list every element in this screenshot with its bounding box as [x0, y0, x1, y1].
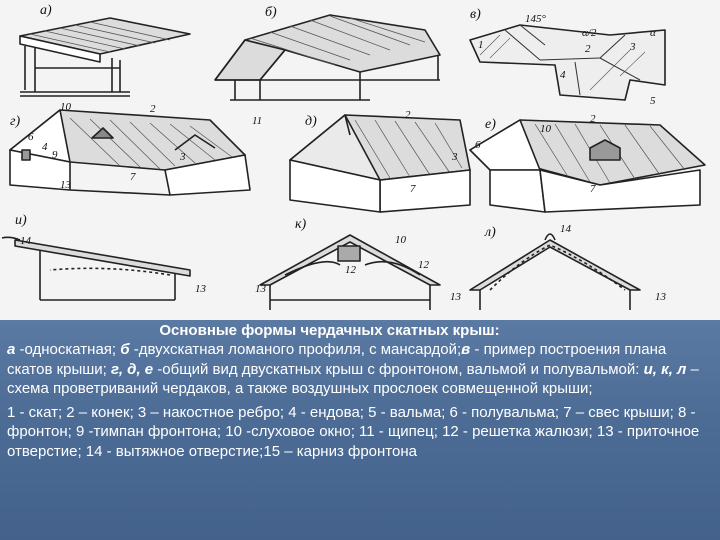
- plan-number-4: 4: [560, 69, 566, 81]
- g-number-11: 11: [252, 115, 262, 127]
- panel-label-a: а): [40, 3, 52, 18]
- roof-diagrams-svg: а) б) в) г) д) е) и) к) л) 145° α/2 α 1 …: [1, 3, 706, 310]
- alpha-half-label: α/2: [582, 27, 597, 39]
- panel-label-b: б): [265, 5, 277, 20]
- diagram-g-gable-house: [9, 109, 251, 196]
- panel-label-k: к): [295, 217, 307, 232]
- panel-label-d: д): [305, 114, 317, 129]
- e-number-10: 10: [540, 123, 552, 135]
- caption-paragraph: а -односкатная; б -двухскатная ломаного …: [7, 340, 712, 399]
- e-number-3: 3: [451, 151, 458, 163]
- panel-label-v: в): [470, 7, 481, 22]
- d-number-7: 7: [410, 183, 416, 195]
- l-number-13b: 13: [655, 291, 667, 303]
- roof-diagrams-figure: а) б) в) г) д) е) и) к) л) 145° α/2 α 1 …: [0, 0, 720, 320]
- k-number-10: 10: [395, 234, 407, 246]
- diagram-k-ventilation: [259, 234, 441, 310]
- panel-label-l: л): [484, 225, 496, 240]
- panel-label-e: е): [485, 117, 496, 132]
- plan-number-2: 2: [585, 43, 591, 55]
- g-number-3: 3: [179, 151, 186, 163]
- k-number-12b: 12: [418, 259, 430, 271]
- e-number-6: 6: [475, 139, 481, 151]
- caption-legend: 1 - скат; 2 – конек; 3 – накостное ребро…: [7, 403, 700, 460]
- diagram-l-ventilation: [469, 233, 641, 310]
- panel-label-i: и): [15, 213, 27, 228]
- diagram-d-hipped: [289, 114, 471, 213]
- text-b: -двухскатная ломаного профиля, с мансард…: [129, 341, 462, 358]
- l-number-13a: 13: [450, 291, 462, 303]
- i-number-13: 13: [195, 283, 207, 295]
- panel-label-g: г): [10, 114, 20, 129]
- diagram-a-single-pitch: [19, 17, 191, 97]
- text-a: -односкатная;: [15, 341, 121, 358]
- plan-number-5: 5: [650, 95, 656, 107]
- alpha-label: α: [650, 27, 656, 39]
- angle-label: 145°: [525, 13, 547, 25]
- diagram-e-half-hipped: [469, 119, 706, 213]
- diagram-b-mansard: [214, 14, 441, 101]
- diagram-v-roof-plan: [469, 24, 666, 101]
- g-number-4: 4: [42, 141, 48, 153]
- label-b: б: [120, 341, 130, 358]
- l-number-14: 14: [560, 223, 572, 235]
- d-number-2: 2: [405, 109, 411, 121]
- caption-title: Основные формы чердачных скатных крыш:: [159, 322, 500, 339]
- e-number-2: 2: [590, 113, 596, 125]
- plan-number-3: 3: [629, 41, 636, 53]
- label-ikl: и, к, л: [643, 360, 687, 378]
- text-plan: пример построения плана скатов крыши;: [7, 341, 667, 378]
- k-number-13: 13: [255, 283, 267, 295]
- g-number-10: 10: [60, 101, 72, 113]
- g-number-2: 2: [150, 103, 156, 115]
- text-gde: -общий вид двускатных крыш с фронтоном, …: [153, 360, 644, 378]
- e-number-7: 7: [590, 183, 596, 195]
- diagram-i-ventilation: [1, 236, 191, 301]
- k-number-12a: 12: [345, 264, 357, 276]
- text-v: -: [470, 341, 480, 358]
- g-number-6: 6: [28, 131, 34, 143]
- g-number-13: 13: [60, 179, 72, 191]
- label-a: а: [7, 341, 16, 358]
- label-v: в: [461, 341, 471, 358]
- i-number-14: 14: [20, 235, 32, 247]
- text-ikl: – схема проветриваний чердаков, а также …: [7, 360, 699, 398]
- caption-panel: Основные формы чердачных скатных крыш: а…: [0, 320, 720, 540]
- g-number-9: 9: [52, 149, 58, 161]
- plan-number-1: 1: [478, 39, 484, 51]
- g-number-7: 7: [130, 171, 136, 183]
- label-gde: г, д, е: [111, 360, 154, 378]
